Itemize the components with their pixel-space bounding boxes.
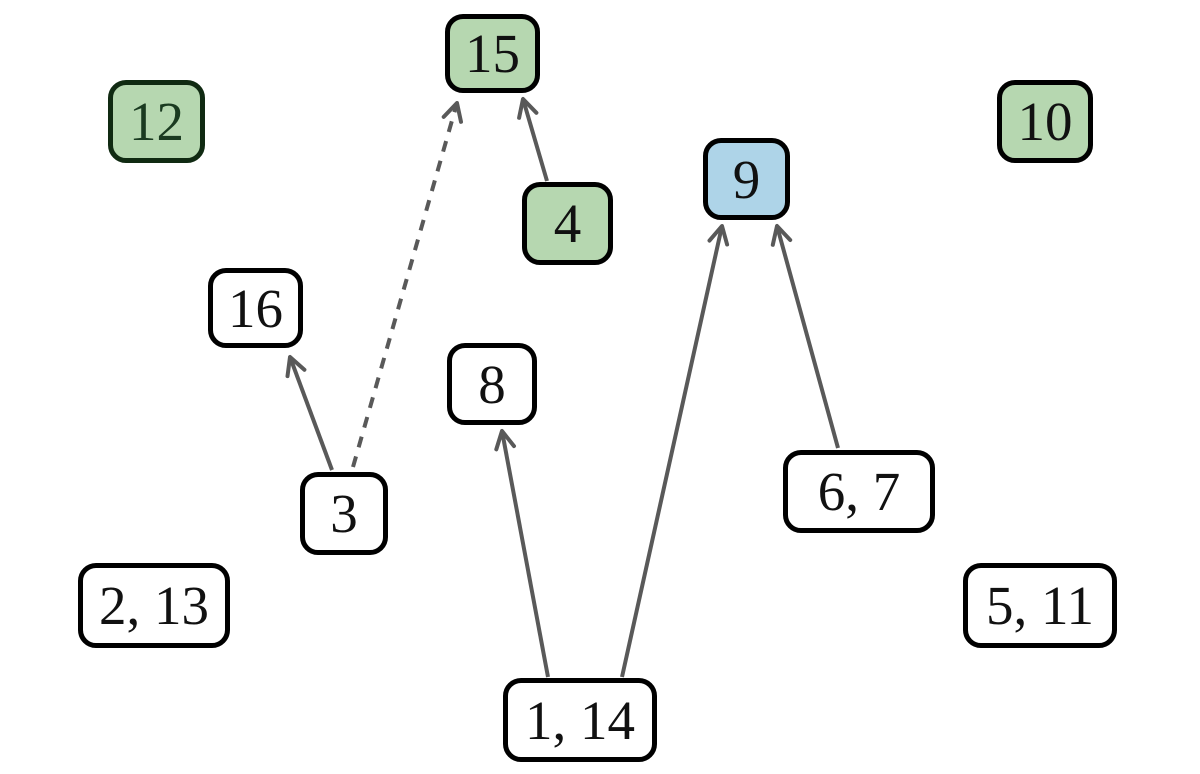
node-3-label: 3 (330, 483, 358, 544)
edge-6-7-to-9 (770, 224, 840, 449)
node-8: 8 (447, 343, 537, 425)
node-12: 12 (108, 80, 205, 163)
arrowhead-icon (517, 97, 539, 120)
node-3: 3 (300, 472, 388, 555)
node-2-13: 2, 13 (78, 563, 230, 648)
node-12-label: 12 (129, 91, 184, 152)
edge-1-14-to-9 (620, 224, 730, 678)
node-5-11: 5, 11 (963, 563, 1117, 648)
arrowhead-icon (494, 429, 516, 452)
node-6-7: 6, 7 (783, 450, 935, 533)
edge-3-to-15-dashed (351, 101, 463, 468)
node-15: 15 (445, 14, 540, 93)
node-10-label: 10 (1017, 91, 1073, 152)
arrowhead-icon (441, 101, 463, 124)
node-4-label: 4 (553, 193, 582, 254)
node-9-label: 9 (732, 148, 761, 210)
edge-4-to-15 (517, 97, 549, 182)
node-8-label: 8 (478, 353, 506, 415)
arrowhead-icon (770, 224, 793, 247)
edge-3-to-16 (285, 355, 334, 471)
node-16-label: 16 (228, 277, 283, 339)
node-1-14: 1, 14 (503, 678, 657, 762)
node-4: 4 (522, 182, 613, 265)
node-16: 16 (208, 268, 303, 348)
node-9: 9 (703, 138, 790, 220)
node-5-11-label: 5, 11 (986, 575, 1094, 636)
node-1-14-label: 1, 14 (525, 689, 635, 751)
node-2-13-label: 2, 13 (99, 575, 209, 636)
edge-1-14-to-8 (494, 429, 550, 678)
node-15-label: 15 (465, 23, 520, 84)
node-6-7-label: 6, 7 (817, 461, 901, 522)
node-10: 10 (997, 80, 1093, 163)
arrowhead-icon (285, 355, 307, 379)
arrowhead-icon (707, 224, 730, 247)
